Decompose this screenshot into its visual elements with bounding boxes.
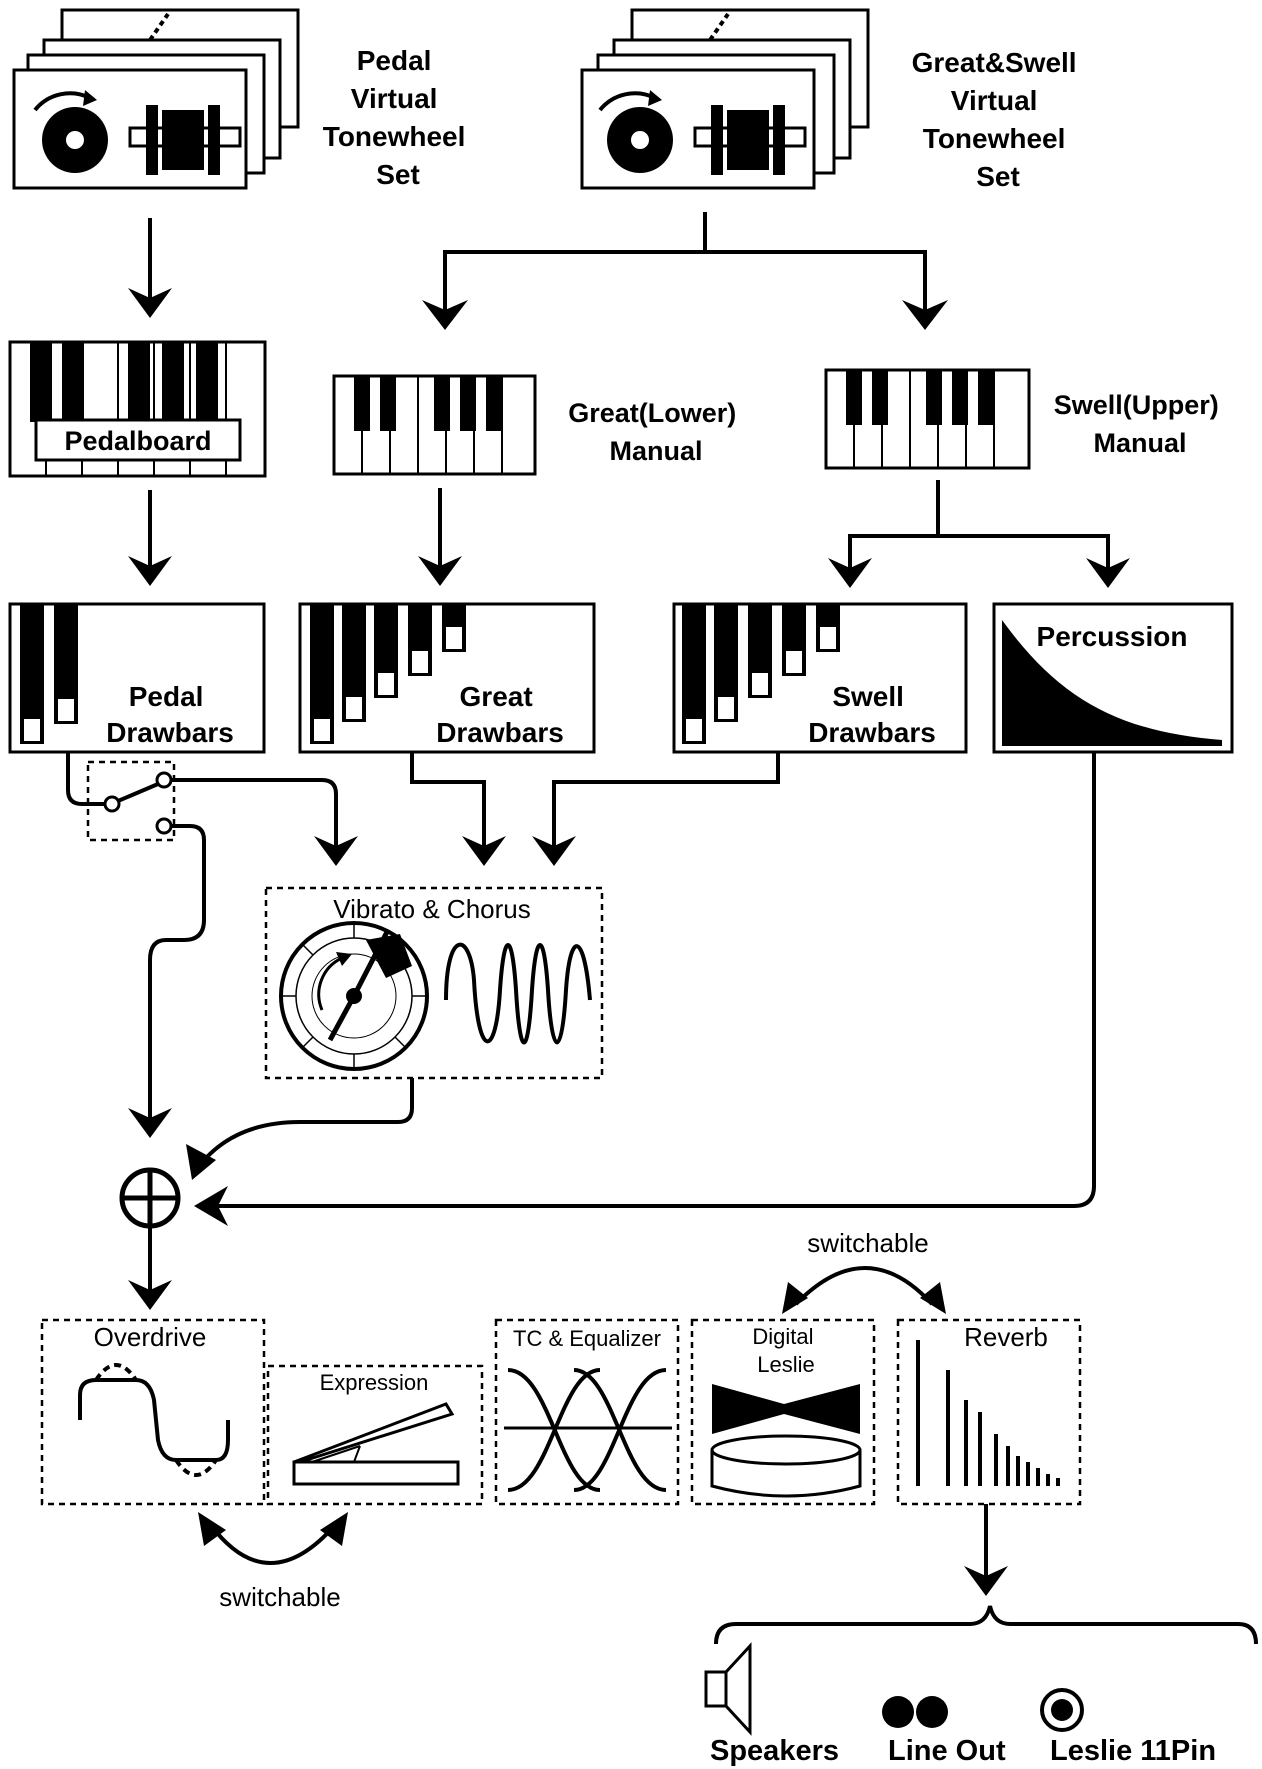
connector-mixer-out — [128, 1226, 172, 1310]
svg-text:Great Drawbars: Great Drawbars — [436, 681, 564, 748]
connectors-vibrato — [66, 752, 780, 1138]
reverb-decay-icon — [916, 1340, 1060, 1486]
vibrato-chorus: Vibrato & Chorus — [264, 886, 604, 1080]
svg-text:Swell(Upper) Manual: Swell(Upper) Manual — [1054, 390, 1227, 458]
svg-text:Swell Drawbars: Swell Drawbars — [808, 681, 936, 748]
clipped-wave-icon — [78, 1363, 230, 1477]
tonewheel-icon — [598, 90, 807, 175]
great-manual-label-1: Great(Lower) — [568, 398, 736, 428]
svg-text:Pedal Drawbars: Pedal Drawbars — [106, 681, 234, 748]
reverb-label: Reverb — [964, 1322, 1048, 1352]
leslie-11pin-jack-icon — [1040, 1688, 1084, 1732]
svg-text:Speakers Line Out Lesl: Speakers Line Out Leslie 11Pin — [710, 1735, 1216, 1767]
expression-label: Expression — [320, 1370, 429, 1395]
mixer-plus-icon — [119, 1167, 181, 1229]
gs-tonewheel-label-4: Set — [976, 161, 1020, 192]
pedalboard-label: Pedalboard — [64, 426, 211, 456]
keyboard-icon — [354, 376, 503, 474]
great-drawbars: Great Drawbars — [298, 602, 596, 754]
pedal-tonewheel-label-1: Pedal — [357, 45, 432, 76]
pedal-drawbars: Pedal Drawbars — [8, 602, 266, 754]
leslie-11pin-label: Leslie 11Pin — [1050, 1735, 1216, 1767]
tonewheel-icon — [33, 90, 242, 175]
tc-equalizer-label: TC & Equalizer — [513, 1326, 661, 1351]
speaker-icon — [704, 1642, 752, 1736]
line-out-jack-icon — [882, 1696, 948, 1728]
drawbar-icon — [682, 604, 840, 744]
svg-text:Great&Swell Virtual: Great&Swell Virtual Tonewheel Set — [912, 47, 1085, 192]
pedal-drawbars-label-1: Pedal — [129, 681, 204, 712]
svg-text:Great(Lower) Manual: Great(Lower) Manual — [568, 398, 744, 466]
percussion-envelope-icon — [1002, 620, 1222, 746]
swell-drawbars: Swell Drawbars — [672, 602, 968, 754]
digital-leslie-label-2: Leslie — [757, 1352, 814, 1377]
pedal-tonewheel-label-2: Virtual — [351, 83, 438, 114]
sine-wave-icon — [444, 942, 592, 1045]
great-drawbars-label-1: Great — [460, 681, 533, 712]
great-manual-keyboard: Great(Lower) Manual — [332, 374, 744, 476]
speakers-label: Speakers — [710, 1735, 839, 1767]
pedal-switch — [86, 760, 176, 842]
swell-drawbars-label-2: Drawbars — [808, 717, 936, 748]
expression-pedal-icon — [292, 1402, 460, 1486]
great-swell-tonewheel-set: Great&Swell Virtual Tonewheel Set — [580, 8, 1085, 192]
digital-leslie: Digital Leslie — [690, 1318, 876, 1506]
pedal-drawbars-label-2: Drawbars — [106, 717, 234, 748]
svg-text:Pedal Virtual Tone: Pedal Virtual Tonewheel Set — [323, 45, 473, 190]
vibrato-chorus-label: Vibrato & Chorus — [333, 894, 531, 924]
switchable-top: switchable — [782, 1228, 946, 1314]
reverb: Reverb — [896, 1318, 1082, 1506]
pedal-tonewheel-set: Pedal Virtual Tonewheel Set — [12, 8, 473, 190]
connectors-mixer — [186, 752, 1096, 1226]
gs-tonewheel-label-3: Tonewheel — [923, 123, 1066, 154]
line-out-label: Line Out — [888, 1735, 1006, 1767]
eq-curves-icon — [504, 1368, 672, 1492]
drawbar-icon — [310, 604, 466, 744]
leslie-rotor-icon — [710, 1384, 862, 1498]
output-brace — [714, 1605, 1258, 1645]
drawbar-icon — [20, 604, 78, 744]
switchable-bottom: switchable — [198, 1512, 348, 1612]
great-manual-label-2: Manual — [609, 436, 702, 466]
great-drawbars-label-2: Drawbars — [436, 717, 564, 748]
swell-drawbars-label-1: Swell — [832, 681, 904, 712]
connectors-mid — [128, 480, 1130, 588]
switchable-bottom-label: switchable — [219, 1582, 340, 1612]
connectors-top — [128, 212, 948, 330]
switchable-top-label: switchable — [807, 1228, 928, 1258]
pedal-tonewheel-label-3: Tonewheel — [323, 121, 466, 152]
swell-manual-keyboard: Swell(Upper) Manual — [824, 368, 1227, 470]
gs-tonewheel-label-1: Great&Swell — [912, 47, 1077, 78]
expression: Expression — [266, 1364, 484, 1506]
keyboard-icon — [846, 370, 995, 468]
tc-equalizer: TC & Equalizer — [494, 1318, 680, 1506]
digital-leslie-label-1: Digital — [752, 1324, 813, 1349]
swell-manual-label-2: Manual — [1093, 428, 1186, 458]
pedalboard-keyboard: Pedalboard — [8, 340, 267, 478]
pedal-tonewheel-label-4: Set — [376, 159, 420, 190]
svg-text:Digital Leslie: Digital Leslie — [752, 1324, 819, 1377]
percussion: Percussion — [992, 602, 1234, 754]
gs-tonewheel-label-2: Virtual — [951, 85, 1038, 116]
dial-icon — [279, 921, 429, 1071]
swell-manual-label-1: Swell(Upper) — [1054, 390, 1219, 420]
percussion-label: Percussion — [1037, 621, 1188, 652]
overdrive: Overdrive — [40, 1318, 266, 1506]
connector-reverb-out — [964, 1504, 1008, 1596]
overdrive-label: Overdrive — [94, 1322, 207, 1352]
